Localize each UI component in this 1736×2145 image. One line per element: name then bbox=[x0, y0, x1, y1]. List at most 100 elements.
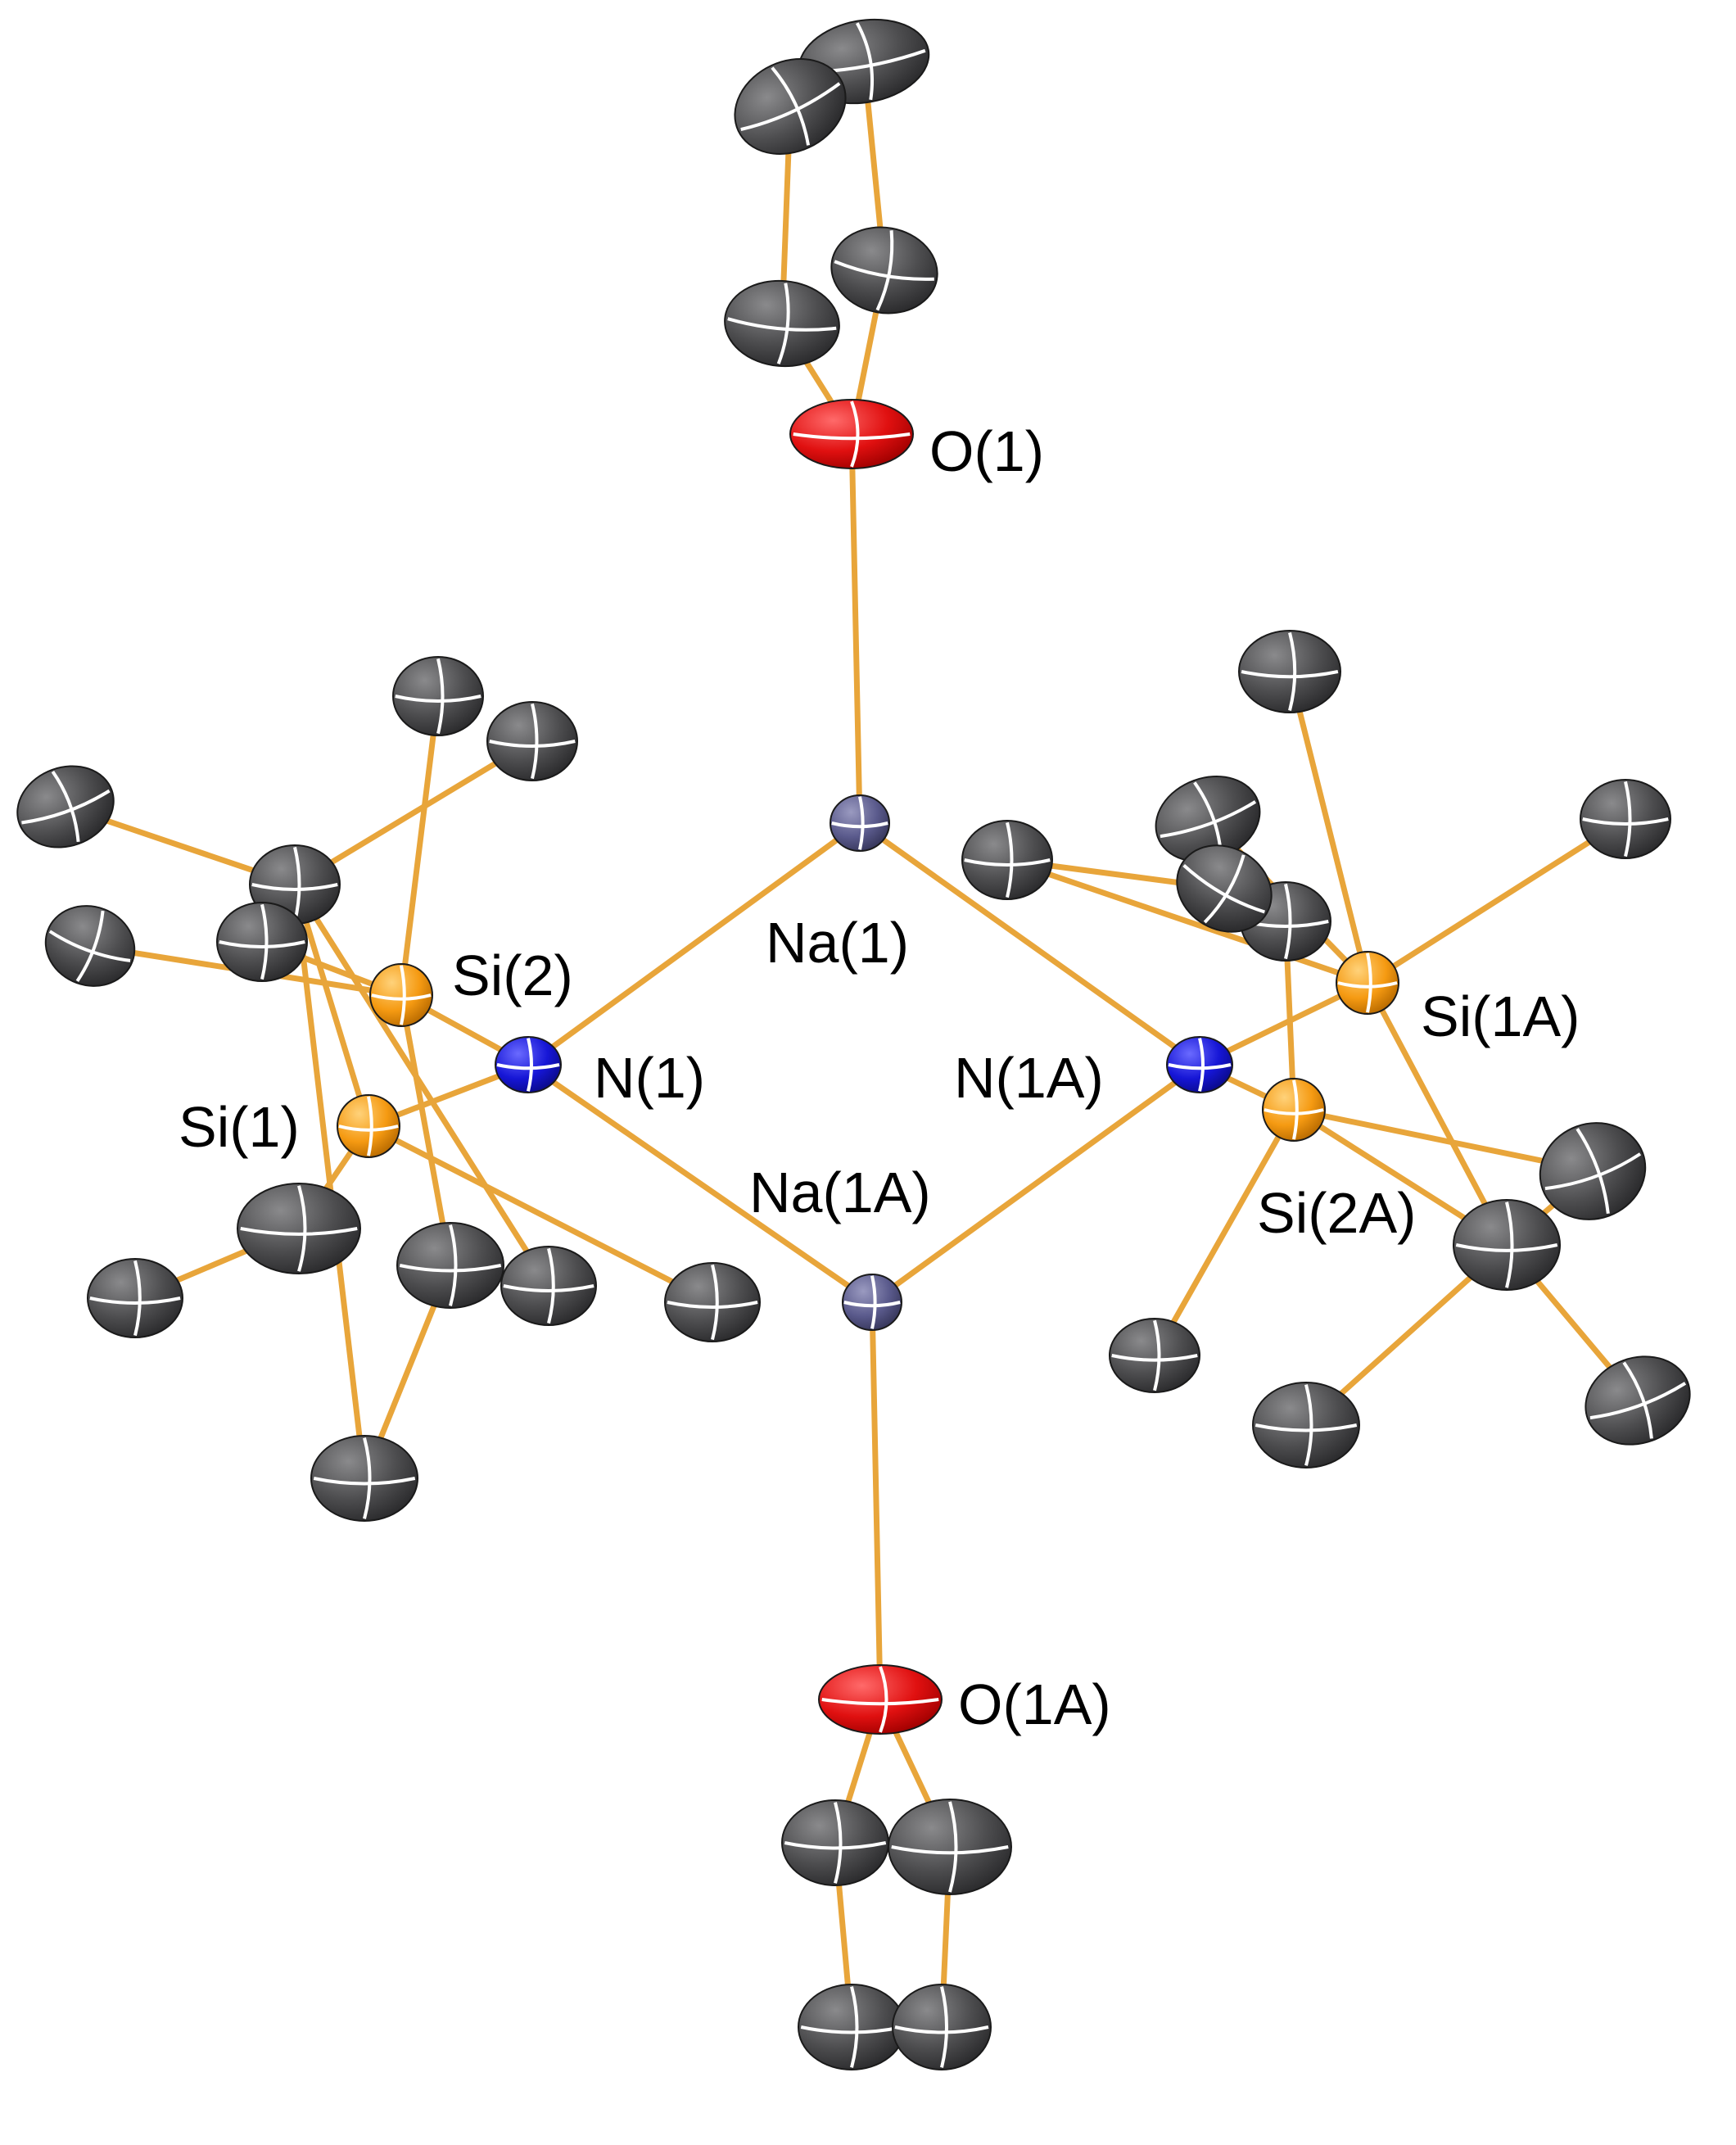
ellipsoid-axis-vertical bbox=[367, 1096, 373, 1156]
atom-ellipsoid bbox=[396, 1222, 504, 1309]
bond-layer bbox=[62, 58, 1641, 2030]
ellipsoid-axis-vertical bbox=[771, 66, 811, 146]
ellipsoid-axis-horizontal bbox=[313, 1477, 416, 1486]
label-na1: Na(1) bbox=[766, 911, 909, 975]
ellipsoid-axis-vertical bbox=[776, 283, 790, 364]
label-n1a: N(1A) bbox=[954, 1046, 1104, 1110]
atom-o1a bbox=[818, 1664, 943, 1735]
ellipsoid-axis-vertical bbox=[527, 1038, 533, 1092]
atom-c-thf2-c bbox=[798, 1984, 906, 2070]
ellipsoid-axis-horizontal bbox=[219, 940, 305, 948]
ellipsoid-axis-horizontal bbox=[1544, 1152, 1642, 1191]
ellipsoid-axis-vertical bbox=[1292, 1079, 1299, 1140]
atom-c-l8 bbox=[87, 1258, 183, 1338]
ellipsoid-axis-horizontal bbox=[1241, 670, 1339, 679]
ellipsoid-axis-horizontal bbox=[1111, 1354, 1198, 1362]
label-si2a: Si(2A) bbox=[1257, 1181, 1416, 1245]
atom-ellipsoid bbox=[1109, 1318, 1200, 1393]
ellipsoid-axis-horizontal bbox=[1582, 817, 1669, 826]
ellipsoid-axis-vertical bbox=[711, 1264, 719, 1341]
atom-ellipsoid bbox=[495, 1036, 562, 1093]
ellipsoid-axis-vertical bbox=[75, 910, 105, 982]
atom-ellipsoid bbox=[44, 905, 136, 987]
atom-c-r8 bbox=[1453, 1199, 1561, 1291]
atom-c-l9 bbox=[396, 1222, 504, 1309]
ellipsoid-axis-horizontal bbox=[1168, 1063, 1232, 1070]
ellipsoid-axis-vertical bbox=[363, 1437, 372, 1519]
atom-c-thf1-b bbox=[734, 58, 847, 155]
atom-c-r6 bbox=[1580, 779, 1671, 859]
atom-ellipsoid bbox=[734, 58, 847, 155]
atom-ellipsoid bbox=[664, 1262, 761, 1342]
atom-c-l2 bbox=[392, 656, 484, 736]
ellipsoid-axis-horizontal bbox=[667, 1301, 758, 1309]
label-o1a: O(1A) bbox=[958, 1672, 1111, 1736]
ellipsoid-axis-horizontal bbox=[251, 883, 338, 891]
atom-ellipsoid bbox=[16, 765, 115, 848]
atom-ellipsoid bbox=[1262, 1078, 1326, 1142]
bond-si2-c-l9 bbox=[398, 992, 454, 1269]
ellipsoid-axis-horizontal bbox=[1182, 864, 1265, 914]
ellipsoid-axis-horizontal bbox=[395, 695, 481, 703]
atom-c-thf2-b bbox=[888, 1799, 1012, 1895]
ellipsoid-axis-vertical bbox=[875, 230, 894, 311]
ellipsoid-axis-vertical bbox=[1198, 1038, 1205, 1092]
atom-ellipsoid bbox=[781, 1799, 889, 1886]
atom-ellipsoid bbox=[798, 1984, 906, 2070]
bond-si2-c-l2 bbox=[398, 693, 441, 998]
atom-c-l7 bbox=[237, 1183, 361, 1274]
bond-si1a-c-r8 bbox=[1364, 980, 1510, 1248]
label-si1a: Si(1A) bbox=[1421, 984, 1580, 1048]
atom-ellipsoid bbox=[892, 1984, 992, 2070]
atom-c-l11 bbox=[664, 1262, 761, 1342]
label-n1: N(1) bbox=[594, 1046, 705, 1110]
atom-ellipsoid bbox=[818, 1664, 943, 1735]
ellipsoid-axis-horizontal bbox=[338, 1125, 399, 1132]
atom-label-layer: O(1) O(1A) Na(1) Na(1A) N(1) N(1A) Si(1)… bbox=[179, 419, 1580, 1736]
ellipsoid-axis-horizontal bbox=[1264, 1108, 1324, 1115]
atom-c-r2 bbox=[961, 820, 1053, 900]
atom-o1 bbox=[789, 399, 914, 469]
label-na1a: Na(1A) bbox=[749, 1161, 931, 1224]
ellipsoid-axis-vertical bbox=[850, 1986, 859, 2068]
ellipsoid-axis-horizontal bbox=[89, 1297, 181, 1305]
atom-c-l10 bbox=[500, 1246, 597, 1326]
atom-c-r7 bbox=[1539, 1122, 1647, 1220]
bond-si2a-c-r9 bbox=[1151, 1106, 1297, 1359]
ellipsoid-axis-vertical bbox=[51, 771, 80, 843]
ellipsoid-axis-vertical bbox=[547, 1247, 555, 1324]
atom-ellipsoid bbox=[486, 701, 578, 781]
ellipsoid-axis-vertical bbox=[1576, 1128, 1610, 1215]
atom-c-thf2-d bbox=[892, 1984, 992, 2070]
label-o1: O(1) bbox=[929, 419, 1044, 483]
ellipsoid-axis-vertical bbox=[531, 703, 539, 780]
atom-si1 bbox=[337, 1094, 400, 1158]
ellipsoid-axis-vertical bbox=[1284, 883, 1292, 960]
label-si2: Si(2) bbox=[452, 944, 573, 1007]
atom-ellipsoid bbox=[961, 820, 1053, 900]
atom-si1a bbox=[1336, 951, 1399, 1015]
ellipsoid-axis-vertical bbox=[1622, 1361, 1653, 1439]
atom-ellipsoid bbox=[842, 1274, 902, 1331]
atom-c-thf2-a bbox=[781, 1799, 889, 1886]
ellipsoid-axis-horizontal bbox=[793, 432, 911, 441]
atom-n1a bbox=[1166, 1036, 1233, 1093]
atom-c-r11 bbox=[1585, 1355, 1691, 1446]
atom-ellipsoid bbox=[830, 794, 890, 852]
ellipsoid-axis-horizontal bbox=[48, 930, 131, 962]
ellipsoid-axis-vertical bbox=[1203, 854, 1245, 924]
atom-ellipsoid bbox=[724, 279, 840, 368]
bond-na1-n1 bbox=[525, 820, 863, 1068]
ellipsoid-axis-vertical bbox=[133, 1260, 142, 1337]
atom-ellipsoid bbox=[1453, 1199, 1561, 1291]
atom-c-thf1-d bbox=[724, 279, 840, 368]
ellipsoid-axis-vertical bbox=[870, 1275, 877, 1329]
ellipsoid-axis-horizontal bbox=[894, 2025, 989, 2034]
ellipsoid-axis-horizontal bbox=[399, 1264, 502, 1273]
atom-ellipsoid bbox=[1252, 1382, 1360, 1468]
atom-si2a bbox=[1262, 1078, 1326, 1142]
atom-c-r5 bbox=[1176, 844, 1273, 933]
ellipsoid-axis-vertical bbox=[855, 22, 874, 101]
atom-layer bbox=[16, 18, 1691, 2070]
